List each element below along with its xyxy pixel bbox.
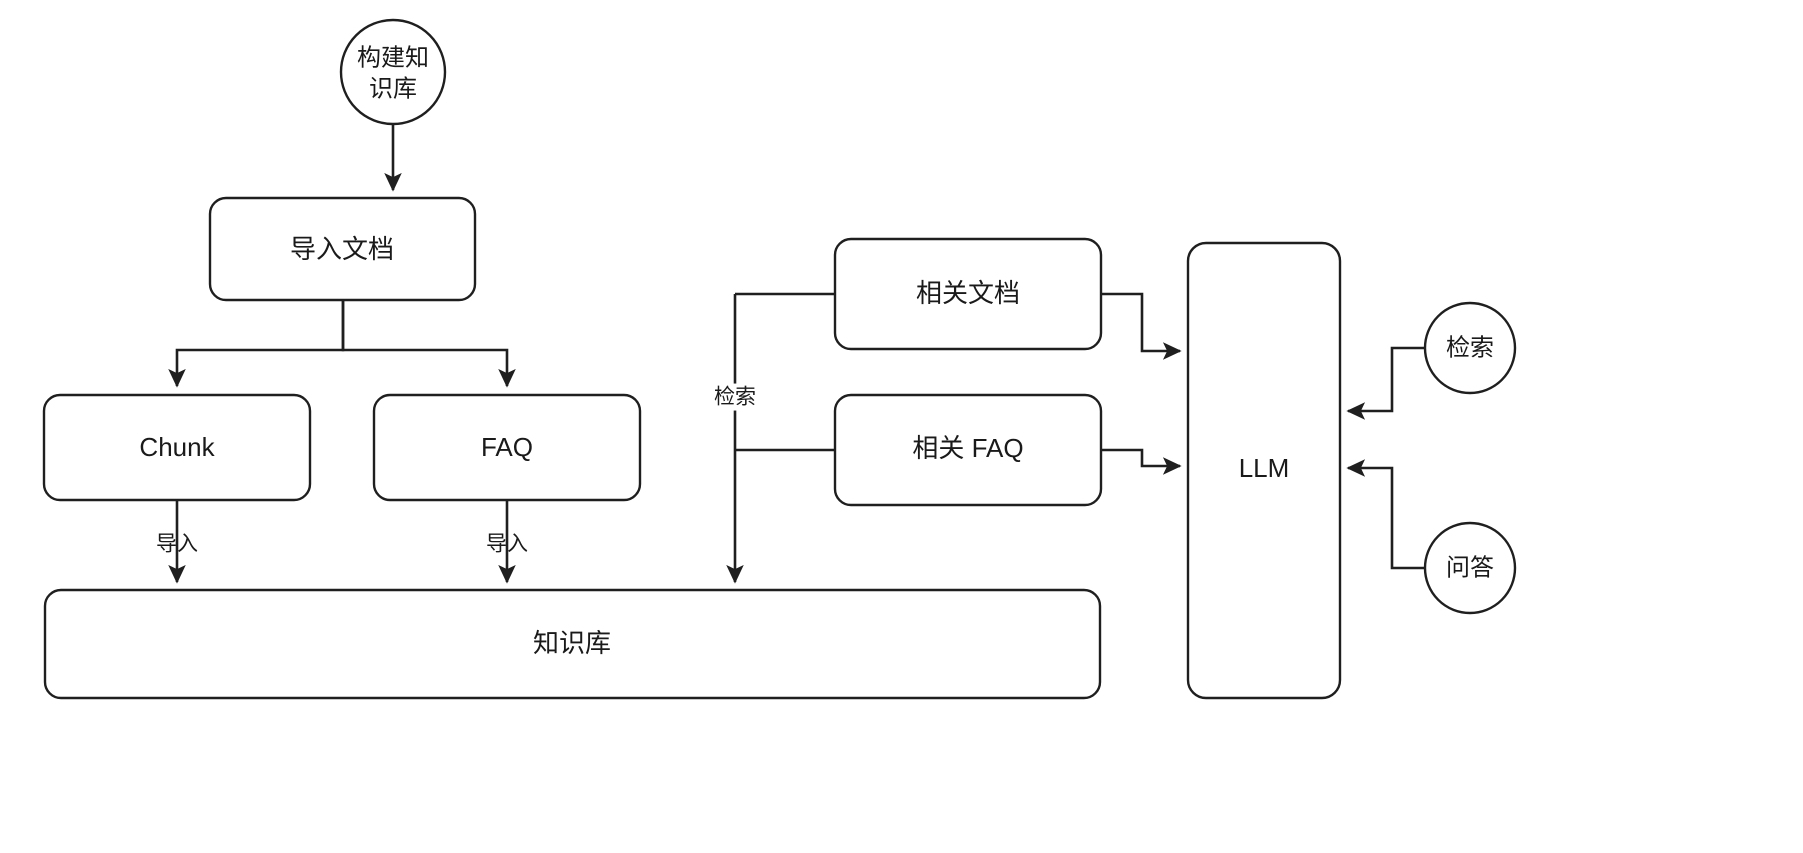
node-related-faq[interactable]: 相关 FAQ [833, 393, 1103, 507]
build-knowledge-base-label-line1: 构建知 [357, 44, 429, 71]
edge-import-to-chunk [168, 300, 345, 388]
node-related-document[interactable]: 相关文档 [833, 237, 1103, 351]
faq-box[interactable] [372, 393, 642, 502]
edge-label-import-chunk: 导入 [156, 533, 198, 556]
node-chunk[interactable]: Chunk [42, 393, 312, 502]
node-qa[interactable]: 问答 [1423, 521, 1517, 615]
knowledge-base-box[interactable] [43, 588, 1102, 700]
edge-label-retrieve-backdrop [710, 383, 760, 411]
node-build-knowledge-base[interactable]: 构建知 识库 [339, 18, 447, 126]
build-knowledge-base-circle[interactable] [339, 18, 447, 126]
build-knowledge-base-label-line2: 识库 [369, 75, 417, 102]
node-retrieve[interactable]: 检索 [1423, 301, 1517, 395]
edge-related-faq-to-llm [1100, 448, 1182, 475]
node-import-document[interactable]: 导入文档 [208, 196, 477, 302]
chunk-label: Chunk [139, 432, 215, 462]
node-llm[interactable]: LLM [1186, 241, 1342, 700]
qa-circle[interactable] [1423, 521, 1517, 615]
related-faq-label: 相关 FAQ [912, 433, 1023, 463]
import-document-label: 导入文档 [290, 234, 394, 264]
llm-label: LLM [1239, 453, 1290, 483]
edge-related-doc-to-llm [1100, 292, 1182, 360]
import-document-box[interactable] [208, 196, 477, 302]
edge-label-retrieve: 检索 [714, 386, 756, 409]
edge-label-import-faq: 导入 [486, 533, 528, 556]
related-faq-box[interactable] [833, 393, 1103, 507]
qa-label: 问答 [1446, 554, 1494, 581]
llm-box[interactable] [1186, 241, 1342, 700]
related-document-label: 相关文档 [916, 278, 1020, 308]
knowledge-base-label: 知识库 [533, 628, 611, 658]
chunk-box[interactable] [42, 393, 312, 502]
retrieve-label: 检索 [1446, 334, 1494, 361]
related-document-box[interactable] [833, 237, 1103, 351]
node-faq[interactable]: FAQ [372, 393, 642, 502]
retrieve-circle[interactable] [1423, 301, 1517, 395]
edge-import-to-faq [341, 300, 516, 388]
faq-label: FAQ [481, 432, 533, 462]
node-knowledge-base[interactable]: 知识库 [43, 588, 1102, 700]
edge-qa-circle-to-llm [1346, 459, 1425, 570]
edge-retrieve-circle-to-llm [1346, 346, 1425, 420]
